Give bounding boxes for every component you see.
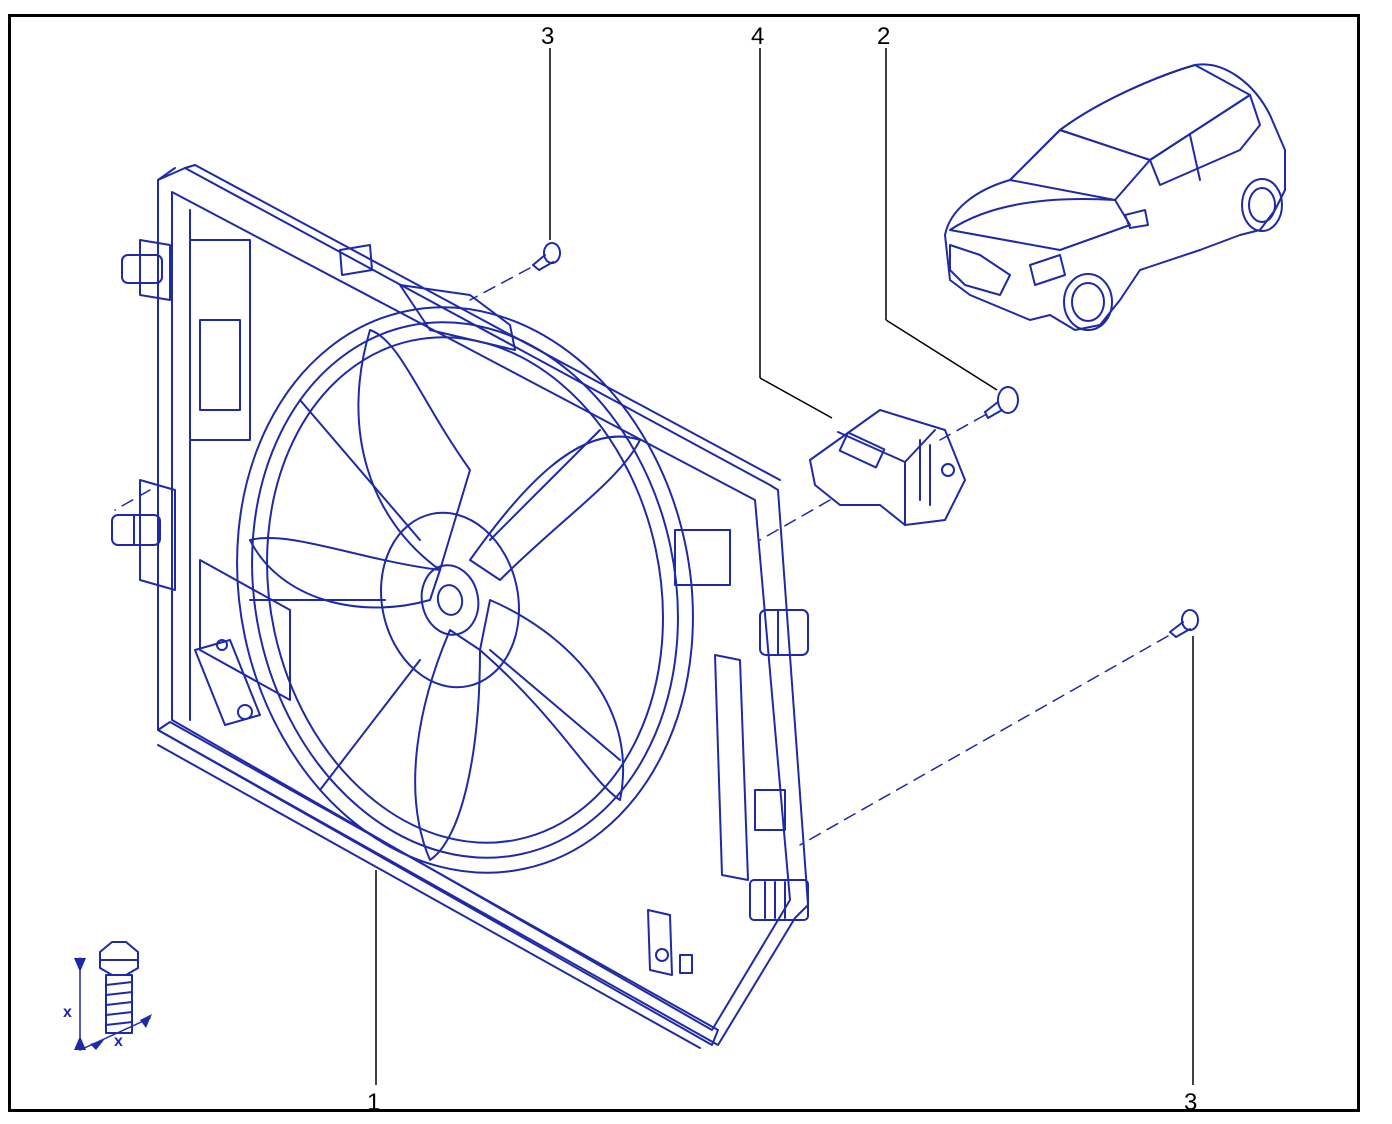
torque-mark-left: x	[63, 1004, 72, 1021]
fan-shroud-assembly	[111, 164, 809, 1049]
diagram-frame	[8, 14, 1360, 1112]
callout-1: 1	[367, 1089, 380, 1116]
torque-legend-arrows	[74, 958, 152, 1050]
screw-part-3-top	[532, 242, 561, 271]
screw-part-3-bottom	[1169, 609, 1199, 638]
vehicle-thumbnail	[944, 63, 1286, 331]
screw-part-2	[984, 386, 1019, 419]
callout-4: 4	[751, 23, 764, 50]
callout-3-top: 3	[541, 23, 554, 50]
leader-lines	[375, 48, 1194, 1085]
torque-mark-bottom: x	[114, 1033, 123, 1050]
callout-2: 2	[877, 23, 890, 50]
cooling-fan	[236, 306, 694, 874]
assembly-lines	[114, 267, 1169, 846]
callout-3-bottom: 3	[1184, 1089, 1197, 1116]
fan-resistor	[809, 409, 966, 526]
